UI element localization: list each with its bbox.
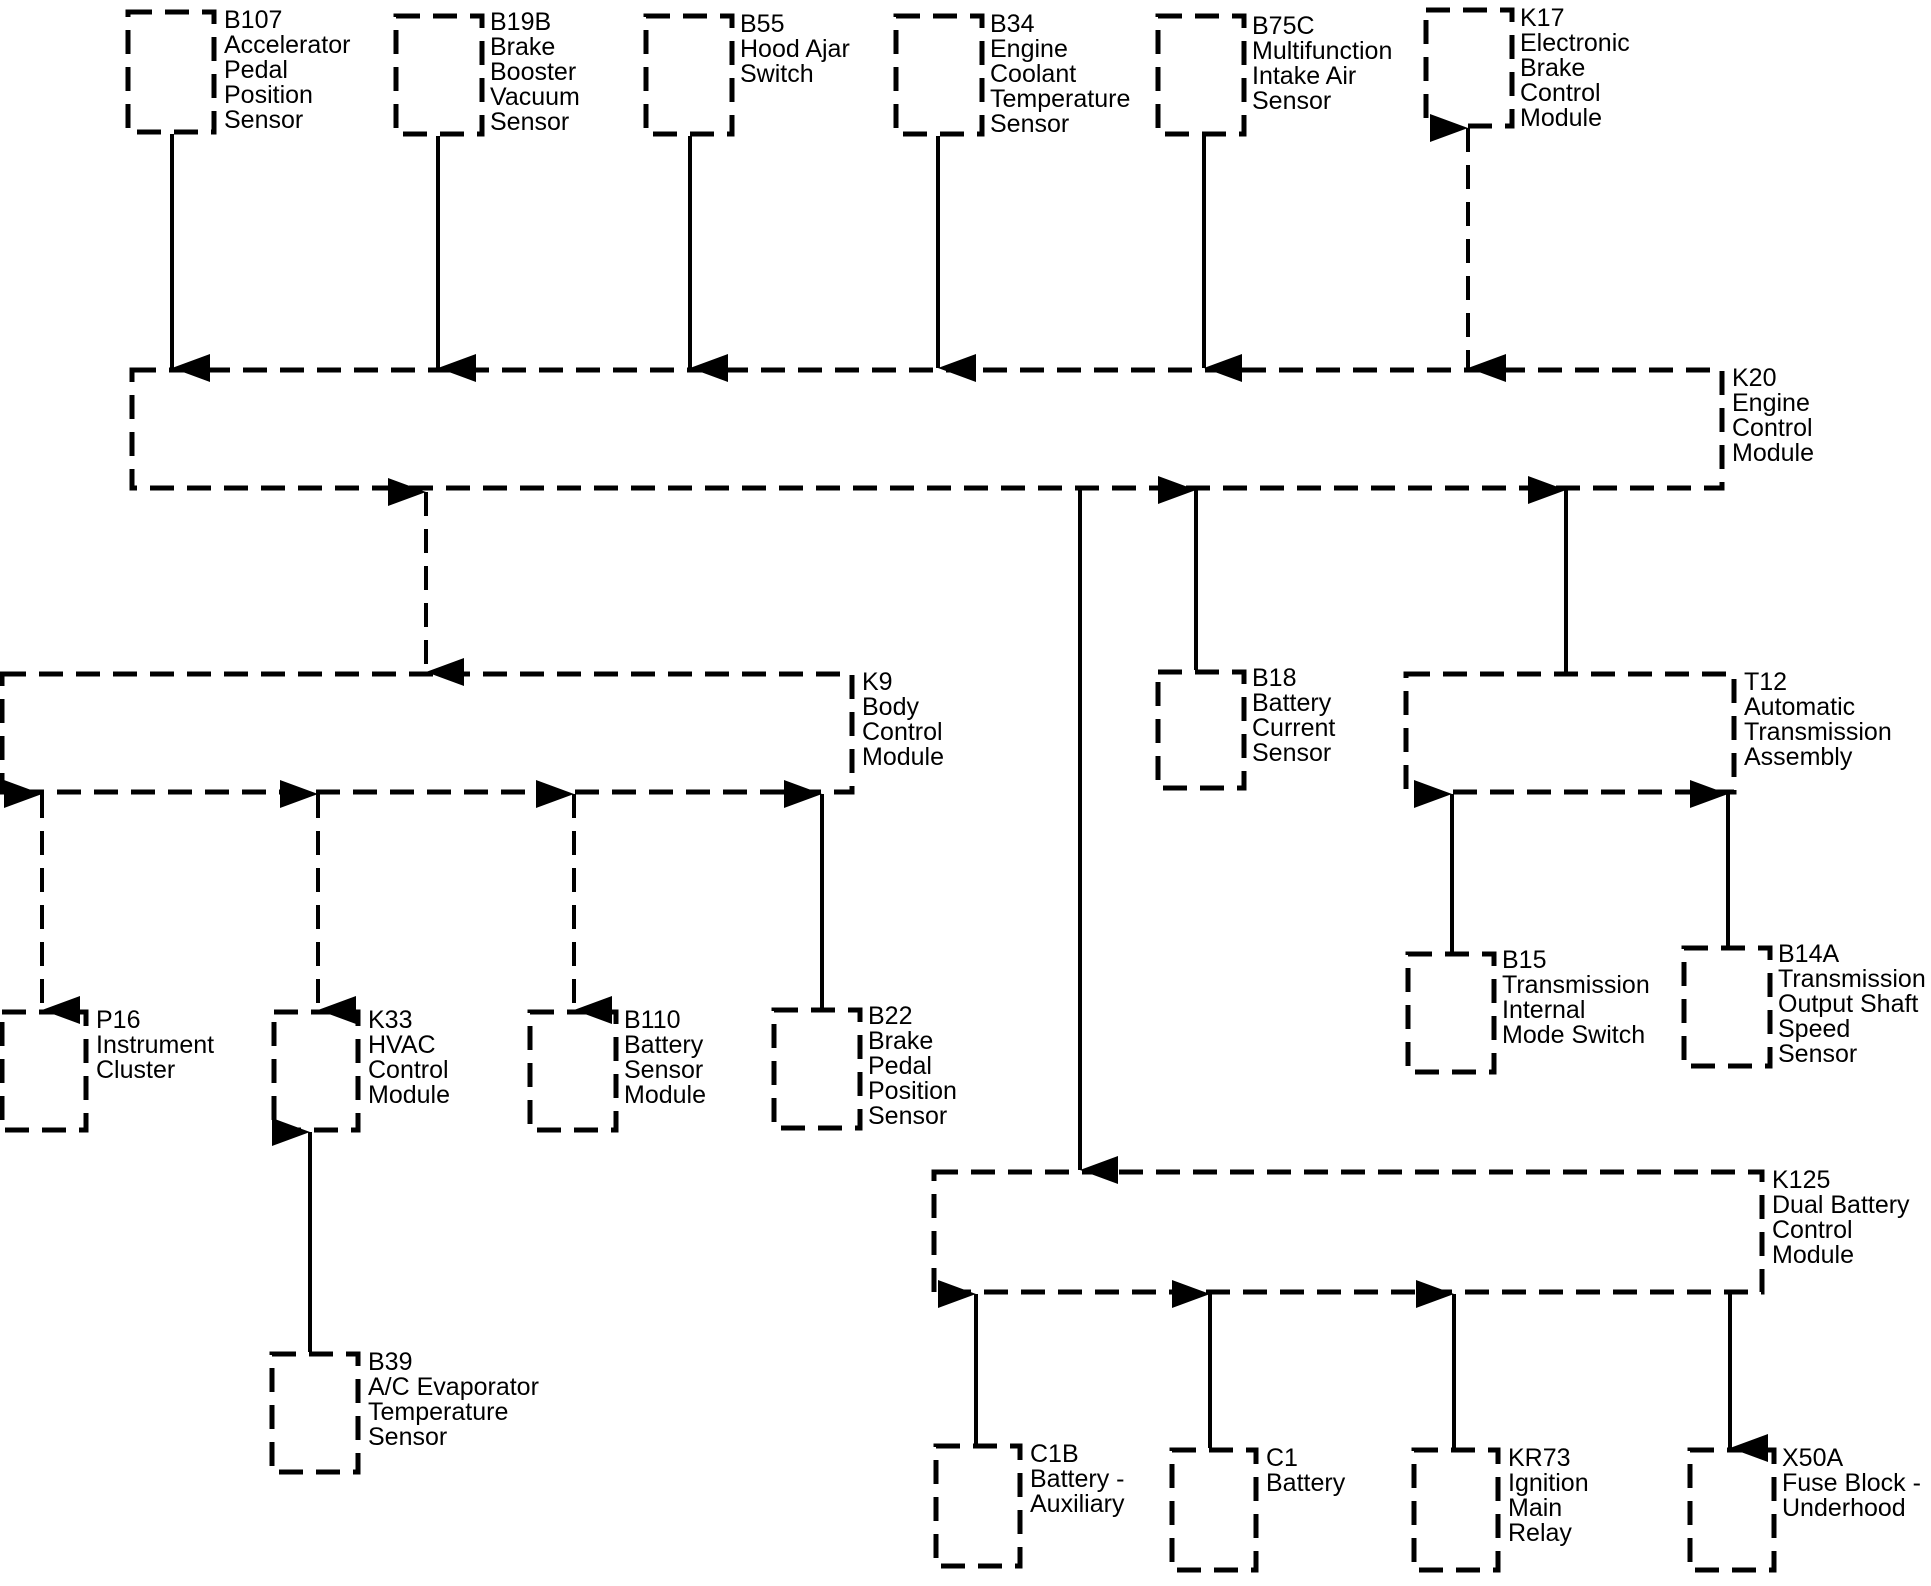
label-B110: B110 Battery Sensor Module [624, 1006, 710, 1109]
component-box-B110 [527, 1009, 619, 1133]
label-B55: B55 Hood Ajar Switch [740, 10, 857, 88]
component-box-K33 [271, 1009, 361, 1133]
label-C1B: C1B Battery - Auxiliary [1030, 1440, 1131, 1518]
component-box-B39 [269, 1351, 361, 1475]
label-K17: K17 Electronic Brake Control Module [1520, 4, 1637, 132]
label-K9: K9 Body Control Module [862, 668, 950, 771]
label-B34: B34 Engine Coolant Temperature Sensor [990, 10, 1137, 138]
label-K20: K20 Engine Control Module [1732, 364, 1820, 467]
label-B107: B107 Accelerator Pedal Position Sensor [224, 6, 357, 134]
component-box-K125 [931, 1169, 1765, 1295]
component-box-T12 [1403, 671, 1737, 795]
label-K125: K125 Dual Battery Control Module [1772, 1166, 1917, 1269]
component-box-B18 [1155, 669, 1247, 791]
label-B14A: B14A Transmission Output Shaft Speed Sen… [1778, 940, 1931, 1068]
component-box-B22 [771, 1007, 863, 1131]
label-B18: B18 Battery Current Sensor [1252, 664, 1342, 767]
label-KR73: KR73 Ignition Main Relay [1508, 1444, 1596, 1547]
component-box-B15 [1405, 951, 1497, 1075]
label-T12: T12 Automatic Transmission Assembly [1744, 668, 1899, 771]
component-box-B75C [1155, 13, 1247, 137]
label-B19B: B19B Brake Booster Vacuum Sensor [490, 8, 587, 136]
label-P16: P16 Instrument Cluster [96, 1006, 221, 1084]
component-box-B55 [643, 13, 735, 137]
component-box-C1B [933, 1443, 1023, 1569]
label-K33: K33 HVAC Control Module [368, 1006, 456, 1109]
component-box-P16 [0, 1009, 89, 1133]
label-X50A: X50A Fuse Block - Underhood [1782, 1444, 1928, 1522]
component-box-B19B [393, 13, 485, 137]
component-box-K9 [0, 671, 855, 795]
component-box-C1 [1169, 1447, 1259, 1573]
label-B39: B39 A/C Evaporator Temperature Sensor [368, 1348, 546, 1451]
component-box-K20 [129, 367, 1725, 491]
component-box-B14A [1681, 945, 1773, 1069]
component-box-B34 [893, 13, 985, 137]
label-C1: C1 Battery [1266, 1444, 1346, 1497]
component-box-X50A [1687, 1447, 1777, 1573]
component-box-KR73 [1411, 1447, 1501, 1573]
label-B75C: B75C Multifunction Intake Air Sensor [1252, 12, 1399, 115]
label-B22: B22 Brake Pedal Position Sensor [868, 1002, 964, 1130]
label-B15: B15 Transmission Internal Mode Switch [1502, 946, 1657, 1049]
component-box-K17 [1423, 7, 1515, 129]
component-box-B107 [125, 9, 217, 135]
